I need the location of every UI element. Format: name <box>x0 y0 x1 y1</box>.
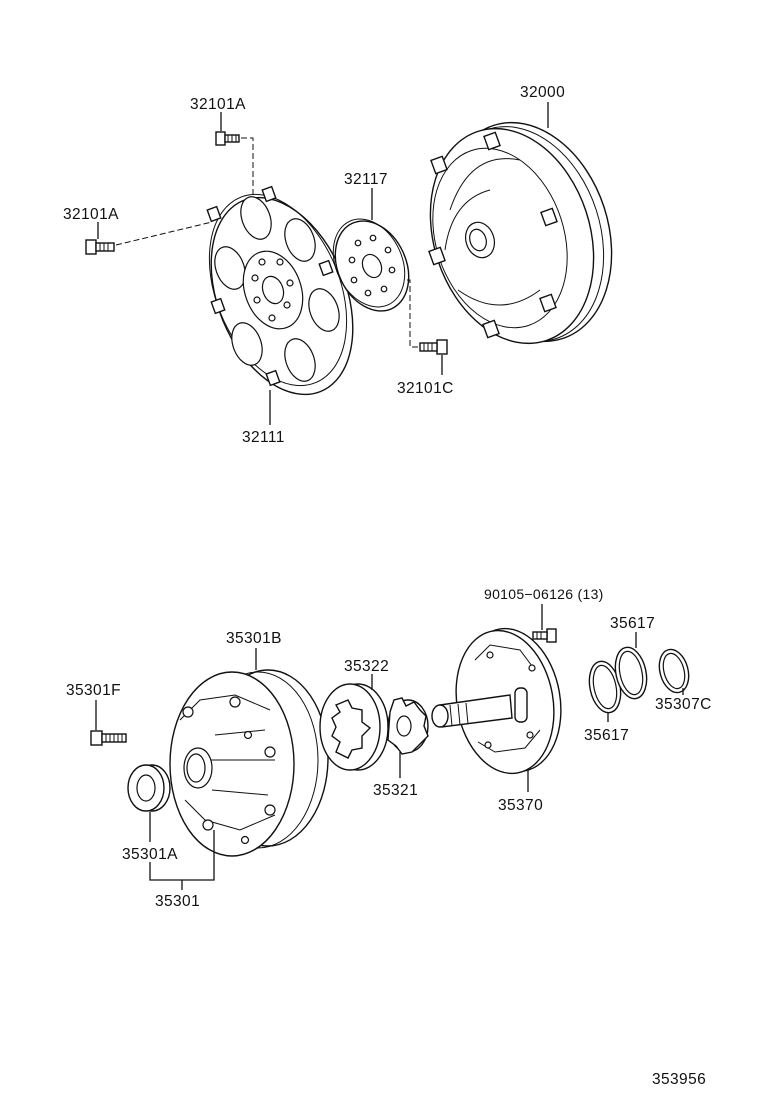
label-35301B: 35301B <box>226 630 282 647</box>
seal-ring-35617-a[interactable] <box>585 658 625 715</box>
diagram-id: 353956 <box>652 1071 706 1088</box>
bolt-32101C[interactable] <box>419 339 448 355</box>
label-35321: 35321 <box>373 782 418 799</box>
guide-32101C <box>404 279 418 348</box>
drive-plate-32111[interactable] <box>183 174 380 415</box>
label-32101A-top: 32101A <box>190 96 246 113</box>
label-32101C: 32101C <box>397 380 454 397</box>
label-35307C: 35307C <box>655 696 712 713</box>
oil-seal-35301A[interactable] <box>127 764 171 812</box>
bolt-32101A-top[interactable] <box>215 131 240 146</box>
label-32111: 32111 <box>242 429 285 446</box>
spacer-plate-32117[interactable] <box>320 207 423 323</box>
label-90105-06126: 90105−06126 (13) <box>484 586 604 602</box>
guide-32101A-left <box>115 221 213 246</box>
label-32000: 32000 <box>520 84 565 101</box>
seal-ring-35617-b[interactable] <box>611 644 651 701</box>
label-35301: 35301 <box>155 893 200 910</box>
label-35617-bottom: 35617 <box>584 727 629 744</box>
label-32101A-left: 32101A <box>63 206 119 223</box>
label-32117: 32117 <box>344 171 388 188</box>
driven-gear-35322[interactable] <box>319 683 389 771</box>
stator-shaft-35370[interactable] <box>431 621 572 781</box>
bolt-35301F[interactable] <box>90 730 127 746</box>
ring-35307C[interactable] <box>655 646 693 696</box>
bolt-90105-06126[interactable] <box>532 628 557 643</box>
label-35322: 35322 <box>344 658 389 675</box>
guide-32101A-top <box>241 137 254 205</box>
label-35301F: 35301F <box>66 682 121 699</box>
bolt-32101A-left[interactable] <box>85 239 115 255</box>
torque-converter-32000[interactable] <box>404 101 639 365</box>
label-35370: 35370 <box>498 797 543 814</box>
label-35617-top: 35617 <box>610 615 655 632</box>
drive-gear-35321[interactable] <box>387 697 429 755</box>
label-35301A: 35301A <box>122 846 178 863</box>
pump-body-35301B[interactable] <box>169 669 329 857</box>
